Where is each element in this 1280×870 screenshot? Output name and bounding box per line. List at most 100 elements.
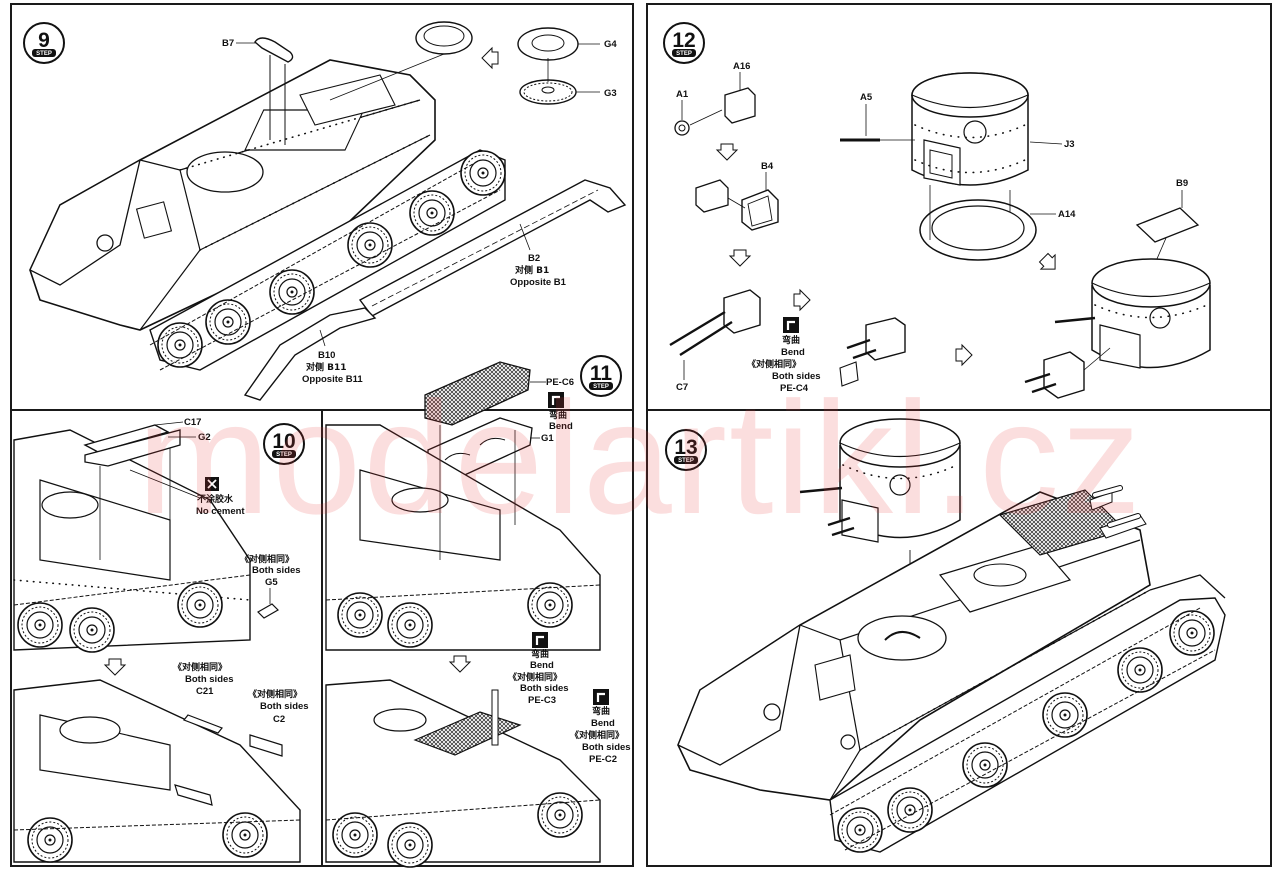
label-g1: G1: [541, 433, 554, 444]
label-both-sides-en-3: Both sides: [260, 701, 309, 712]
step-11-badge: 11 STEP: [580, 355, 622, 397]
arrow-right-icon: [955, 344, 973, 366]
label-bend-en-4: Bend: [781, 347, 805, 358]
label-both-sides-cn-4: 《对侧相同》: [508, 671, 562, 683]
step-10-hull-lower: [13, 679, 301, 863]
mantlet-insert: [1024, 347, 1111, 399]
label-both-sides-cn-1: 《对侧相同》: [240, 553, 294, 565]
a5-gun: [840, 104, 915, 142]
b10-fender: [243, 307, 377, 401]
label-b4: B4: [761, 161, 774, 172]
label-b7: B7: [222, 38, 234, 49]
label-g2: G2: [198, 432, 211, 443]
label-both-sides-cn-2: 《对侧相同》: [173, 661, 227, 673]
label-bend-cn-1: 弯曲: [549, 409, 567, 421]
label-b10: B10: [318, 350, 335, 361]
a14-turret-ring: [919, 185, 1056, 261]
step-10-number: 10: [272, 430, 295, 453]
a1-part: [674, 100, 723, 136]
step-9-number: 9: [38, 29, 50, 52]
b7-grab-handle: [236, 37, 294, 145]
label-b2-opposite-cn: 对侧 B1: [515, 264, 549, 276]
step-9-tank-hull: [29, 59, 436, 331]
step-13-turret: [799, 418, 961, 620]
step-13-number: 13: [674, 436, 697, 459]
no-cement-icon: [205, 477, 219, 491]
label-no-cement-en: No cement: [196, 506, 245, 517]
bend-icon: [546, 390, 566, 410]
label-pe-c6: PE-C6: [546, 377, 574, 388]
pe-c6-mesh: [424, 361, 546, 426]
label-g4: G4: [604, 39, 617, 50]
label-pe-c2: PE-C2: [589, 754, 617, 765]
c17-g2-plate: [83, 421, 201, 560]
label-a1: A1: [676, 89, 689, 100]
step-11-number: 11: [590, 362, 613, 385]
step-11-tag: STEP: [593, 384, 609, 390]
label-j3: J3: [1064, 139, 1075, 150]
step-13-tank-hull: [677, 485, 1151, 801]
label-a14: A14: [1058, 209, 1076, 220]
label-both-sides-cn-5: 《对侧相同》: [570, 729, 624, 741]
label-both-sides-en-2: Both sides: [185, 674, 234, 685]
label-both-sides-en-5: Both sides: [582, 742, 631, 753]
step-10-tag: STEP: [276, 452, 292, 458]
step-11-hull-lower: [325, 679, 601, 868]
label-pe-c3: PE-C3: [528, 695, 556, 706]
arrow-right-icon: [793, 289, 811, 311]
label-c17: C17: [184, 417, 201, 428]
label-b2: B2: [528, 253, 540, 264]
step-9-tag: STEP: [36, 51, 52, 57]
label-b10-opposite-cn: 对侧 B11: [306, 361, 347, 373]
label-a16: A16: [733, 61, 750, 72]
step-12-assembled-turret: [1054, 258, 1211, 369]
step-13-tag: STEP: [678, 458, 694, 464]
mantlet-with-guns: [839, 317, 906, 387]
c2-part: [249, 734, 283, 757]
label-both-sides-en-6: Both sides: [772, 371, 821, 382]
label-bend-en-2: Bend: [530, 660, 554, 671]
b4-assembly: [695, 172, 779, 231]
label-a5: A5: [860, 92, 873, 103]
step-11-hull-upper: [325, 424, 601, 651]
step-9-running-gear: [149, 149, 506, 371]
label-c21: C21: [196, 686, 214, 697]
label-b2-opposite-en: Opposite B1: [510, 277, 567, 288]
label-g3: G3: [604, 88, 617, 99]
arrow-down-icon: [449, 655, 471, 673]
step-12-tag: STEP: [676, 51, 692, 57]
label-c2: C2: [273, 714, 285, 725]
j3-turret: [911, 72, 1063, 186]
label-c7: C7: [676, 382, 688, 393]
step-9-badge: 9 STEP: [23, 22, 65, 64]
step-13-badge: 13 STEP: [665, 429, 707, 471]
label-b10-opposite-en: Opposite B11: [302, 374, 363, 385]
label-bend-cn-3: 弯曲: [592, 705, 610, 717]
arrow-down-icon: [729, 249, 751, 267]
label-b9: B9: [1176, 178, 1188, 189]
step-10-hull-upper: [13, 429, 251, 653]
label-both-sides-en-4: Both sides: [520, 683, 569, 694]
c21-part: [183, 714, 223, 734]
label-both-sides-cn-3: 《对侧相同》: [248, 688, 302, 700]
arrow-left-icon: [481, 47, 499, 69]
bend-icon: [781, 315, 801, 335]
arrow-down-left-icon: [1036, 250, 1063, 277]
arrow-down-icon: [716, 143, 738, 161]
step-12-badge: 12 STEP: [663, 22, 705, 64]
bend-icon: [591, 687, 611, 707]
b2-fender: [358, 179, 627, 317]
a16-box: [724, 72, 756, 124]
label-both-sides-cn-6: 《对侧相同》: [747, 358, 801, 370]
label-bend-cn-2: 弯曲: [531, 648, 549, 660]
arrow-down-icon: [104, 658, 126, 676]
g5-part: [257, 603, 279, 619]
c7-mantlet: [669, 289, 761, 380]
step-12-number: 12: [672, 29, 695, 52]
label-bend-en-3: Bend: [591, 718, 615, 729]
label-bend-en-1: Bend: [549, 421, 573, 432]
g3-hatch-disc: [519, 58, 600, 105]
bend-icon: [530, 630, 550, 650]
